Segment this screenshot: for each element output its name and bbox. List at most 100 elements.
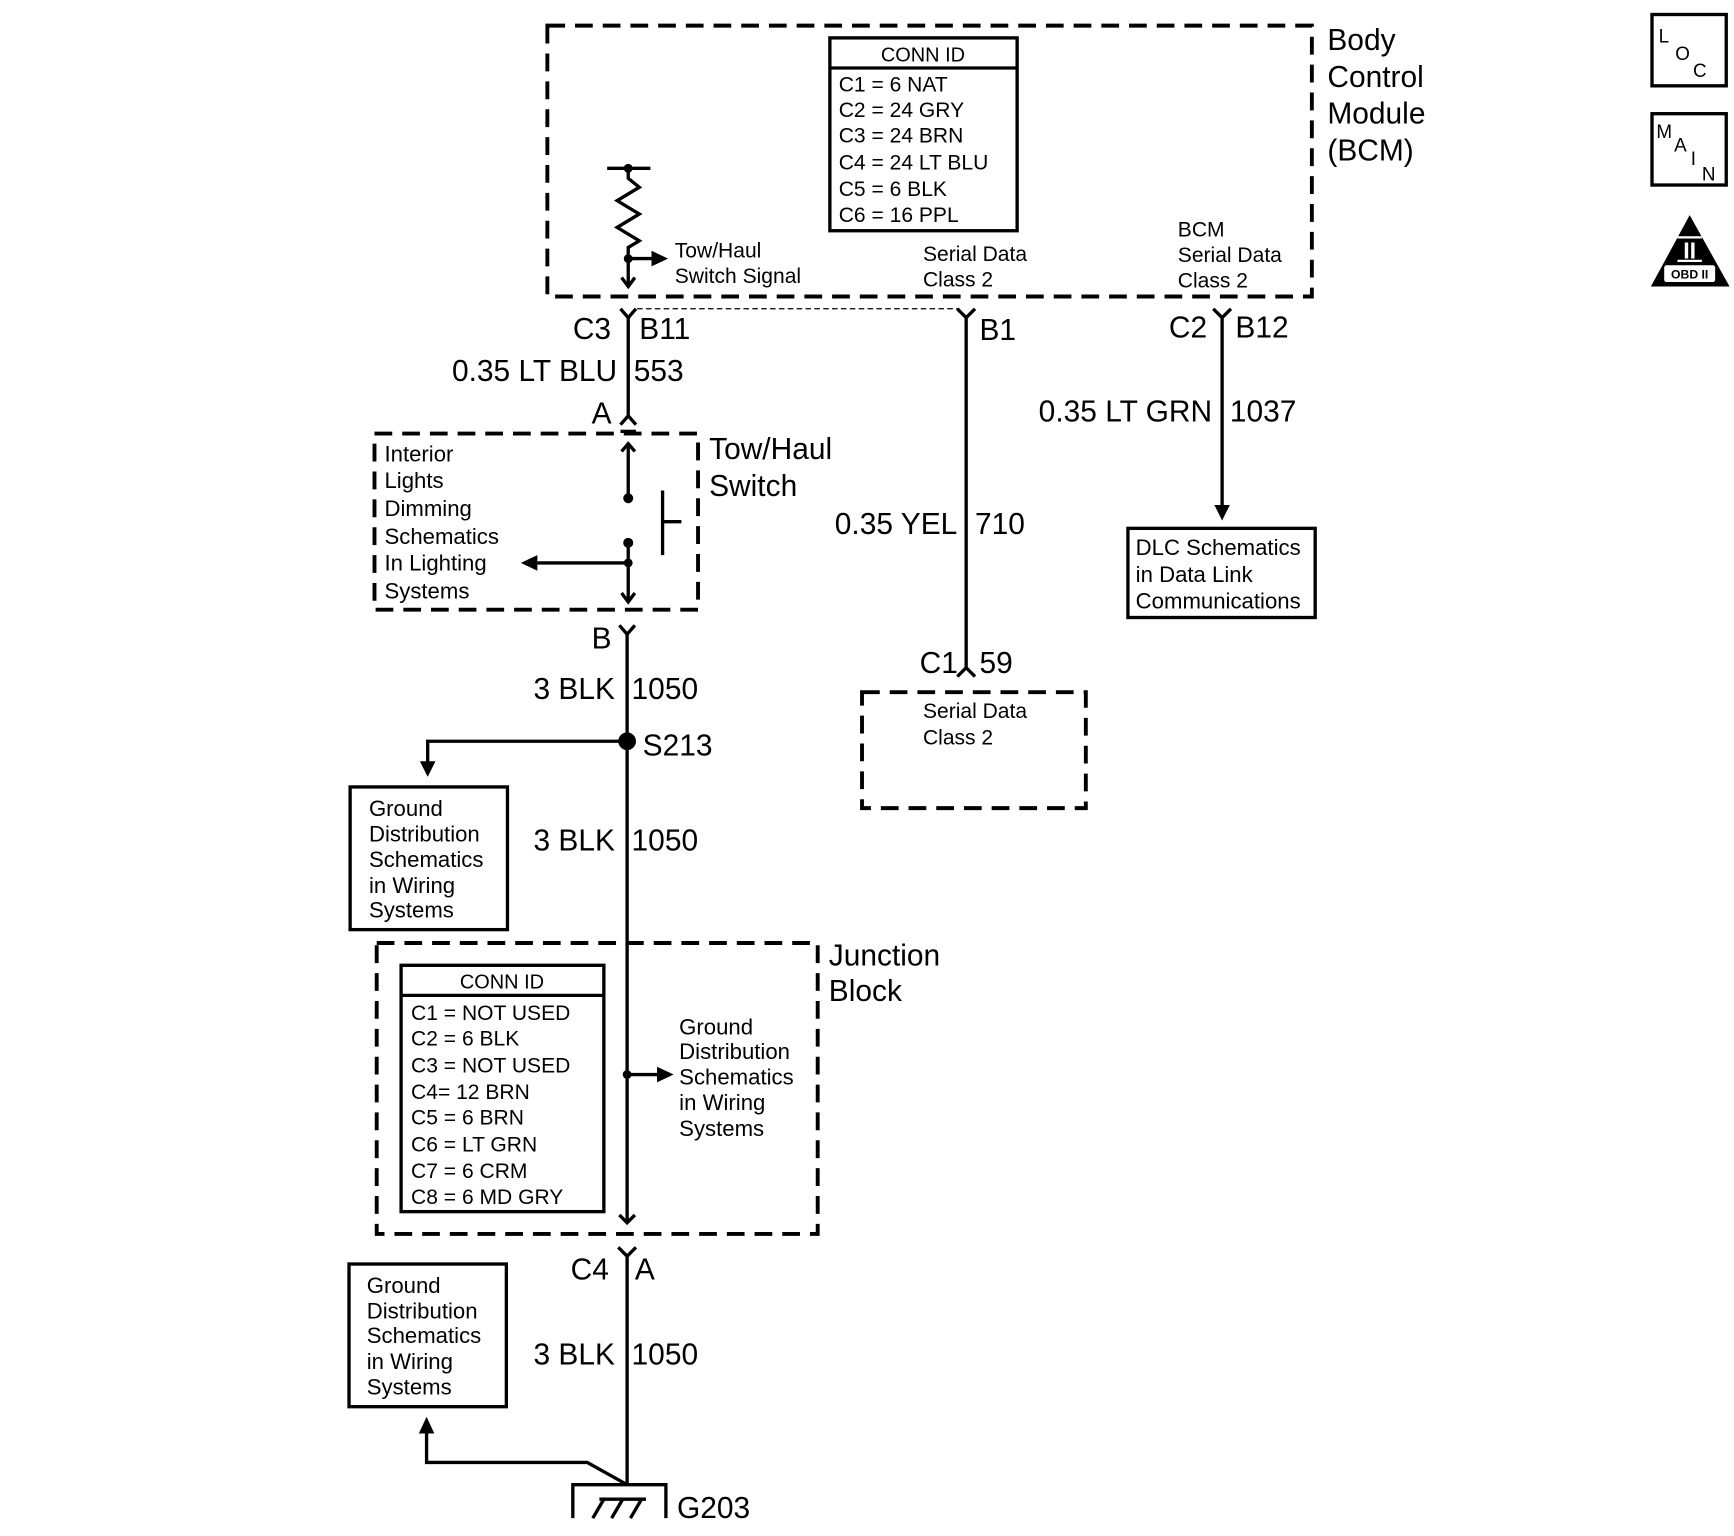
tow-haul-signal-label: Tow/Haul	[675, 239, 762, 262]
junction-block-outline	[374, 941, 820, 1236]
dlc-schematics-link[interactable]: DLC Schematics in Data Link Communicatio…	[1126, 526, 1317, 620]
switch-left-arrow	[520, 555, 538, 571]
junction-block: Junction Block CONN ID C1 = NOT USED C2 …	[374, 939, 940, 1236]
junction-conn-id-header: CONN ID	[460, 972, 544, 994]
interior-lights-ref-line: Lights	[384, 468, 443, 493]
wire-1037-arrow	[1214, 504, 1230, 521]
ground-ref-line: Schematics	[367, 1323, 481, 1348]
pin-a-label: A	[635, 1254, 655, 1287]
obd-ii-icon[interactable]: II OBD II	[1650, 215, 1730, 287]
ground-frame	[571, 1483, 668, 1519]
junction-conn-id-table: CONN ID C1 = NOT USED C2 = 6 BLK C3 = NO…	[399, 963, 606, 1214]
bcm-title-line-3: Module	[1327, 98, 1425, 131]
ground-ref-line: Distribution	[679, 1039, 790, 1064]
tow-haul-signal-label: Switch Signal	[675, 265, 801, 288]
ground-distribution-link-g203[interactable]: Ground Distribution Schematics in Wiring…	[347, 1262, 509, 1409]
bcm-conn-id-row: C6 = 16 PPL	[839, 204, 959, 227]
switch-up-arrowhead	[620, 441, 637, 453]
connector-c3-b11-symbol	[619, 307, 638, 321]
serial-data-module-label: Class 2	[923, 727, 993, 750]
switch-pin-b-symbol	[618, 624, 637, 637]
serial-data-label: Serial Data	[923, 243, 1027, 266]
ground-distribution-link-splice[interactable]: Ground Distribution Schematics in Wiring…	[348, 785, 510, 932]
bcm-module: Body Control Module (BCM) CONN ID C1 = 6…	[545, 23, 1425, 299]
ground-ref-line: in Wiring	[369, 873, 455, 898]
ground-ref-line: Ground	[679, 1014, 753, 1039]
ground-ref-box	[348, 785, 510, 932]
pull-up-resistor	[607, 163, 669, 290]
g203-branch-line	[424, 1432, 628, 1487]
interior-lights-ref-line: Interior	[384, 441, 454, 466]
wire-1050-middle-number: 1050	[632, 824, 699, 857]
tow-haul-switch: Tow/Haul Switch Interior Lights Dimming …	[372, 431, 832, 612]
interior-lights-reference-link[interactable]: Interior Lights Dimming Schematics In Li…	[384, 441, 498, 603]
main-icon[interactable]: M A I N	[1650, 112, 1728, 187]
switch-pin-b-label: B	[592, 623, 612, 656]
junction-conn-id-row: C4= 12 BRN	[411, 1081, 530, 1104]
bcm-dashed-outline	[545, 23, 1314, 299]
interior-lights-ref-line: Dimming	[384, 496, 471, 521]
connector-b1-symbol	[956, 307, 977, 321]
connector-c1-label: C1	[920, 647, 958, 680]
wire-1050-lower-number: 1050	[632, 1338, 699, 1371]
switch-contact-upper	[623, 493, 634, 504]
serial-data-label: Class 2	[923, 268, 993, 291]
wire-1037-color: 0.35 LT GRN	[1039, 395, 1212, 428]
ground-ref-line: Distribution	[367, 1299, 478, 1324]
junction-conn-id-frame	[399, 963, 606, 1214]
junction-conn-id-row: C2 = 6 BLK	[411, 1027, 519, 1050]
junction-block-title: Block	[829, 975, 903, 1008]
obd-ii-label: OBD II	[1671, 268, 1708, 282]
wire-1050-upper-color: 3 BLK	[533, 673, 614, 706]
g203-branch-arrow	[418, 1416, 435, 1434]
junction-conn-id-row: C1 = NOT USED	[411, 1002, 570, 1025]
connector-c2-b12-symbol	[1212, 307, 1233, 321]
resistor-down-arrowhead	[620, 276, 637, 290]
bcm-title-line-1: Body	[1327, 24, 1395, 57]
connector-c1-59-symbol	[956, 665, 977, 678]
wire-710-number: 710	[975, 508, 1025, 541]
switch-down-arrowhead	[620, 591, 637, 605]
ground-ref-line: Systems	[369, 897, 454, 922]
junction-conn-id-row: C8 = 6 MD GRY	[411, 1186, 563, 1209]
bcm-serial-data-label: BCM	[1178, 218, 1225, 241]
ground-ref-line: Schematics	[369, 847, 483, 872]
tow-haul-switch-title: Switch	[709, 470, 797, 503]
main-icon-letter: A	[1674, 136, 1687, 157]
ground-g203-symbol	[571, 1483, 668, 1520]
wire-1037-number: 1037	[1230, 395, 1297, 428]
splice-s213-label: S213	[643, 730, 713, 763]
bcm-conn-id-row: C4 = 24 LT BLU	[839, 151, 989, 174]
ground-hatch	[591, 1498, 606, 1520]
obd-ii-label-plate	[1664, 265, 1716, 283]
ground-g203-label: G203	[677, 1492, 750, 1525]
dlc-ref-line: DLC Schematics	[1136, 535, 1301, 560]
ground-ref-line: Ground	[369, 796, 443, 821]
wire-1050-middle-color: 3 BLK	[533, 824, 614, 857]
switch-pin-a-symbol	[619, 413, 638, 426]
ground-ref-line: in Wiring	[367, 1349, 453, 1374]
ground-hatch	[610, 1498, 625, 1520]
bcm-conn-id-row: C5 = 6 BLK	[839, 178, 947, 201]
loc-icon-letter: O	[1675, 44, 1690, 65]
pin-b12-label: B12	[1235, 312, 1288, 345]
serial-data-module: Serial Data Class 2	[860, 690, 1088, 811]
junction-conn-id-row: C5 = 6 BRN	[411, 1107, 524, 1130]
dlc-ref-line: Communications	[1136, 589, 1301, 614]
ground-ref-line: Distribution	[369, 822, 480, 847]
wire-553-color: 0.35 LT BLU	[452, 355, 617, 388]
wire-1050-upper-number: 1050	[632, 673, 699, 706]
serial-data-module-label: Serial Data	[923, 700, 1027, 723]
dlc-ref-box	[1126, 526, 1317, 620]
ground-distribution-link-junction[interactable]: Ground Distribution Schematics in Wiring…	[679, 1014, 793, 1141]
ground-ref-line: Systems	[679, 1116, 764, 1141]
loc-icon[interactable]: L O C	[1650, 12, 1728, 88]
pin-b11-label: B11	[639, 313, 690, 346]
junction-conn-id-row: C7 = 6 CRM	[411, 1160, 527, 1183]
bcm-serial-data-label: Class 2	[1178, 270, 1248, 293]
interior-lights-ref-line: In Lighting	[384, 551, 486, 576]
loc-icon-letter: C	[1693, 61, 1707, 82]
wire-553-number: 553	[634, 355, 684, 388]
interior-lights-ref-line: Systems	[384, 579, 469, 604]
